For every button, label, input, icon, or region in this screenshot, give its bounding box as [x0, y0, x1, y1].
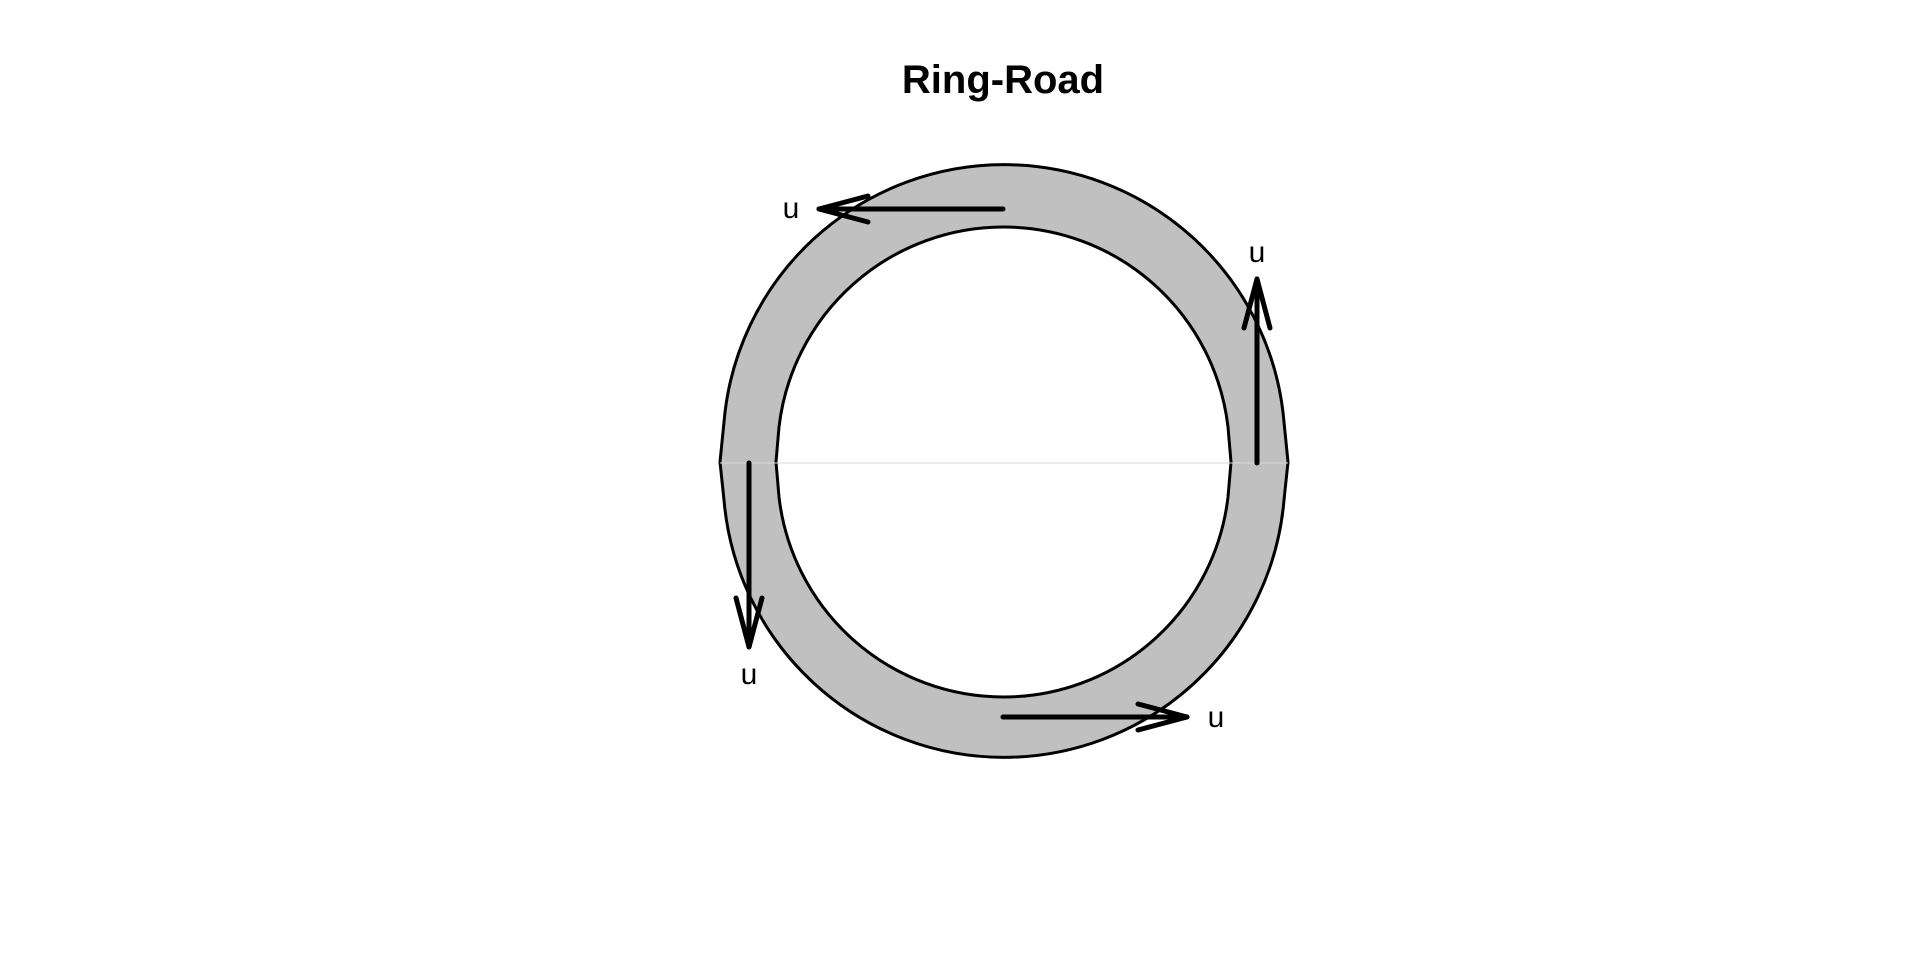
- arrow-label: u: [783, 192, 800, 225]
- arrowhead: [733, 595, 765, 650]
- arrow-right: u: [1000, 701, 1225, 734]
- arrow-left: u: [783, 192, 1006, 225]
- arrowhead: [816, 193, 871, 225]
- arrowhead: [1135, 701, 1190, 733]
- inner-edge: [774, 225, 1233, 699]
- road-surface: [720, 164, 1288, 758]
- arrowhead: [1241, 276, 1273, 331]
- outer-edge: [718, 163, 1290, 759]
- arrow-label: u: [1249, 236, 1266, 269]
- arrow-down: u: [733, 460, 765, 691]
- diagram-title: Ring-Road: [902, 58, 1104, 102]
- arrow-label: u: [1208, 701, 1225, 734]
- arrow-up: u: [1241, 236, 1273, 466]
- ring-road: [718, 163, 1290, 759]
- arrow-label: u: [741, 658, 758, 691]
